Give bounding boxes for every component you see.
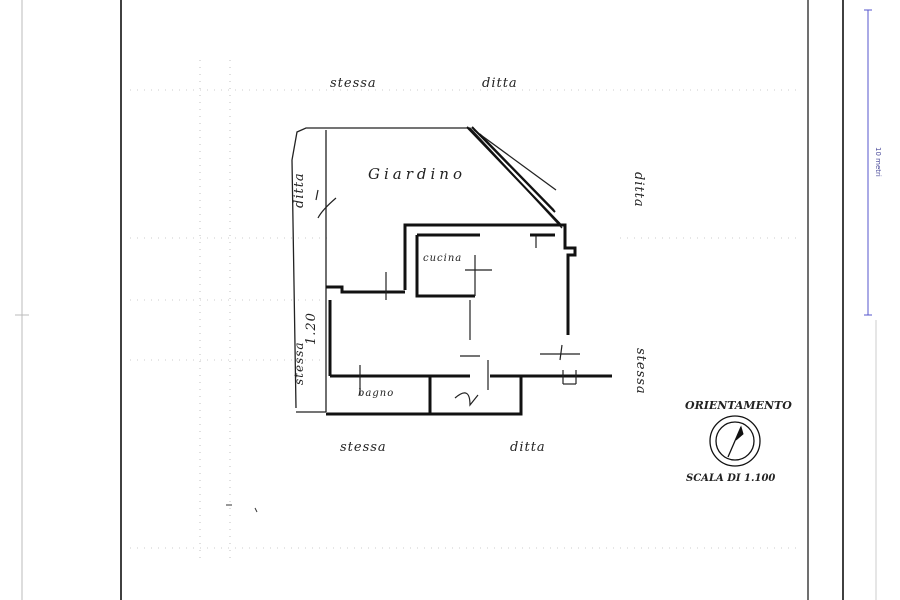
room-garden-label: Giardino — [368, 165, 466, 183]
room-bathroom-label: bagno — [358, 388, 395, 399]
label-left-height: 1.20 — [304, 312, 319, 345]
label-top-left: stessa — [330, 76, 377, 91]
label-top-right: ditta — [482, 76, 518, 91]
garden-edge-marks — [315, 189, 337, 219]
scan-dots — [130, 60, 800, 560]
orientation-title: ORIENTAMENTO — [685, 399, 792, 412]
label-right-top: ditta — [631, 172, 646, 208]
building-walls — [326, 223, 612, 416]
compass-icon — [709, 415, 761, 467]
scale-ruler-label: 10 metri — [874, 147, 882, 177]
interior-details — [359, 236, 580, 407]
room-kitchen-label: cucina — [423, 253, 463, 264]
label-right-bottom: stessa — [633, 348, 648, 395]
stray-marks — [226, 504, 258, 513]
label-bottom-left: stessa — [340, 440, 387, 455]
label-left-bottom: stessa — [292, 341, 306, 385]
garden-diagonal-hatch — [466, 126, 561, 225]
label-bottom-right: ditta — [510, 440, 546, 455]
scale-label: SCALA DI 1.100 — [686, 473, 776, 484]
label-left-top: ditta — [292, 172, 307, 208]
scale-ruler — [864, 9, 872, 316]
